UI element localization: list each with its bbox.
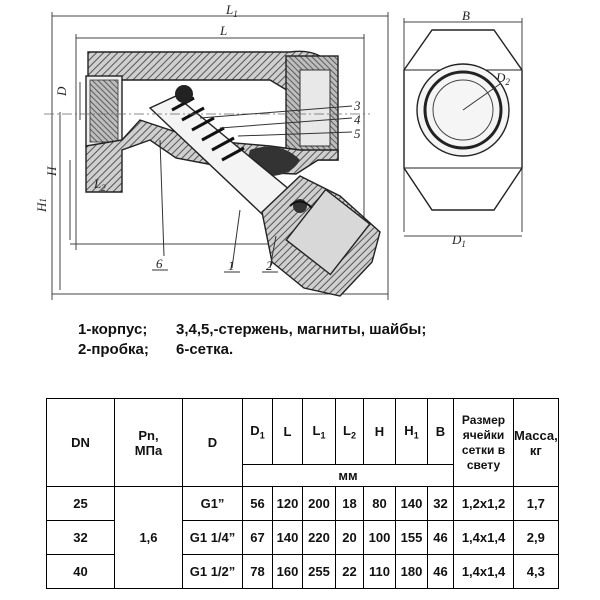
header-pn: Pn,МПа (114, 398, 183, 487)
cell-l2: 20 (335, 520, 364, 555)
cell-h1: 180 (395, 554, 428, 589)
cell-pn: 1,6 (114, 486, 183, 589)
dim-label-l: L (219, 23, 227, 38)
cell-mass: 1,7 (513, 486, 559, 521)
cell-d1: 56 (242, 486, 273, 521)
side-view (403, 18, 523, 237)
dim-label-h1: H1 (34, 198, 49, 213)
legend-item-body: 1-корпус; (78, 321, 148, 338)
cell-l: 140 (272, 520, 303, 555)
unit-mm: мм (242, 464, 454, 487)
legend-parts-right: 3,4,5,-стержень, магниты, шайбы; 6-сетка… (176, 320, 426, 360)
cell-mesh: 1,4x1,4 (453, 554, 514, 589)
part-number-6: 6 (156, 256, 163, 271)
dim-label-l1: L1 (225, 2, 238, 19)
legend-item-rods-magnets: 3,4,5,-стержень, магниты, шайбы; (176, 321, 427, 338)
cell-l1: 255 (302, 554, 336, 589)
cell-dn: 25 (46, 486, 115, 521)
cell-mass: 4,3 (513, 554, 559, 589)
header-b: B (427, 398, 454, 465)
legend-item-mesh: 6-сетка. (176, 341, 234, 358)
part-number-4: 4 (354, 112, 361, 127)
cell-h: 100 (363, 520, 396, 555)
table-row: 32 G1 1/4” 67 140 220 20 100 155 46 1,4x… (46, 520, 559, 555)
dim-label-d2: D2 (495, 70, 510, 87)
table-row: 40 G1 1/2” 78 160 255 22 110 180 46 1,4x… (46, 554, 559, 589)
legend-parts-left: 1-корпус; 2-пробка; (78, 320, 149, 360)
cell-l2: 22 (335, 554, 364, 589)
part-number-5: 5 (354, 126, 361, 141)
cell-dn: 32 (46, 520, 115, 555)
dim-label-d: D (54, 86, 69, 97)
cell-dn: 40 (46, 554, 115, 589)
table-row: 25 1,6 G1” 56 120 200 18 80 140 32 1,2x1… (46, 486, 559, 589)
cell-mesh: 1,4x1,4 (453, 520, 514, 555)
dim-label-h: H (44, 166, 59, 177)
header-l1: L1 (302, 398, 336, 465)
cell-h1: 155 (395, 520, 428, 555)
cell-h: 110 (363, 554, 396, 589)
cell-b: 46 (427, 520, 454, 555)
dim-label-l2: L2 (93, 176, 106, 193)
header-h: H (363, 398, 396, 465)
cell-mass: 2,9 (513, 520, 559, 555)
cell-b: 46 (427, 554, 454, 589)
cell-l1: 200 (302, 486, 336, 521)
header-d: D (182, 398, 243, 487)
cell-d: G1” (182, 486, 243, 521)
legend-item-plug: 2-пробка; (78, 341, 149, 358)
header-h1: H1 (395, 398, 428, 465)
part-number-2: 2 (266, 258, 273, 273)
dim-label-d1: D1 (451, 232, 466, 249)
cell-b: 32 (427, 486, 454, 521)
cell-d1: 78 (242, 554, 273, 589)
header-mass: Масса,кг (513, 398, 559, 487)
cell-d1: 67 (242, 520, 273, 555)
cell-h1: 140 (395, 486, 428, 521)
cell-d: G1 1/2” (182, 554, 243, 589)
header-dn: DN (46, 398, 115, 487)
part-number-3: 3 (353, 98, 361, 113)
cell-h: 80 (363, 486, 396, 521)
cell-d: G1 1/4” (182, 520, 243, 555)
header-l: L (272, 398, 303, 465)
leader-lines (152, 105, 353, 273)
cell-l1: 220 (302, 520, 336, 555)
header-d1: D1 (242, 398, 273, 465)
valve-body-section (85, 50, 381, 297)
part-number-1: 1 (228, 258, 235, 273)
cell-mesh: 1,2x1,2 (453, 486, 514, 521)
cell-l: 160 (272, 554, 303, 589)
dim-label-b: B (462, 8, 470, 23)
cell-l: 120 (272, 486, 303, 521)
cell-l2: 18 (335, 486, 364, 521)
strainer-technical-drawing: L1 L B D H H1 L2 D2 D1 3 4 5 6 1 2 (34, 2, 523, 300)
header-l2: L2 (335, 398, 364, 465)
